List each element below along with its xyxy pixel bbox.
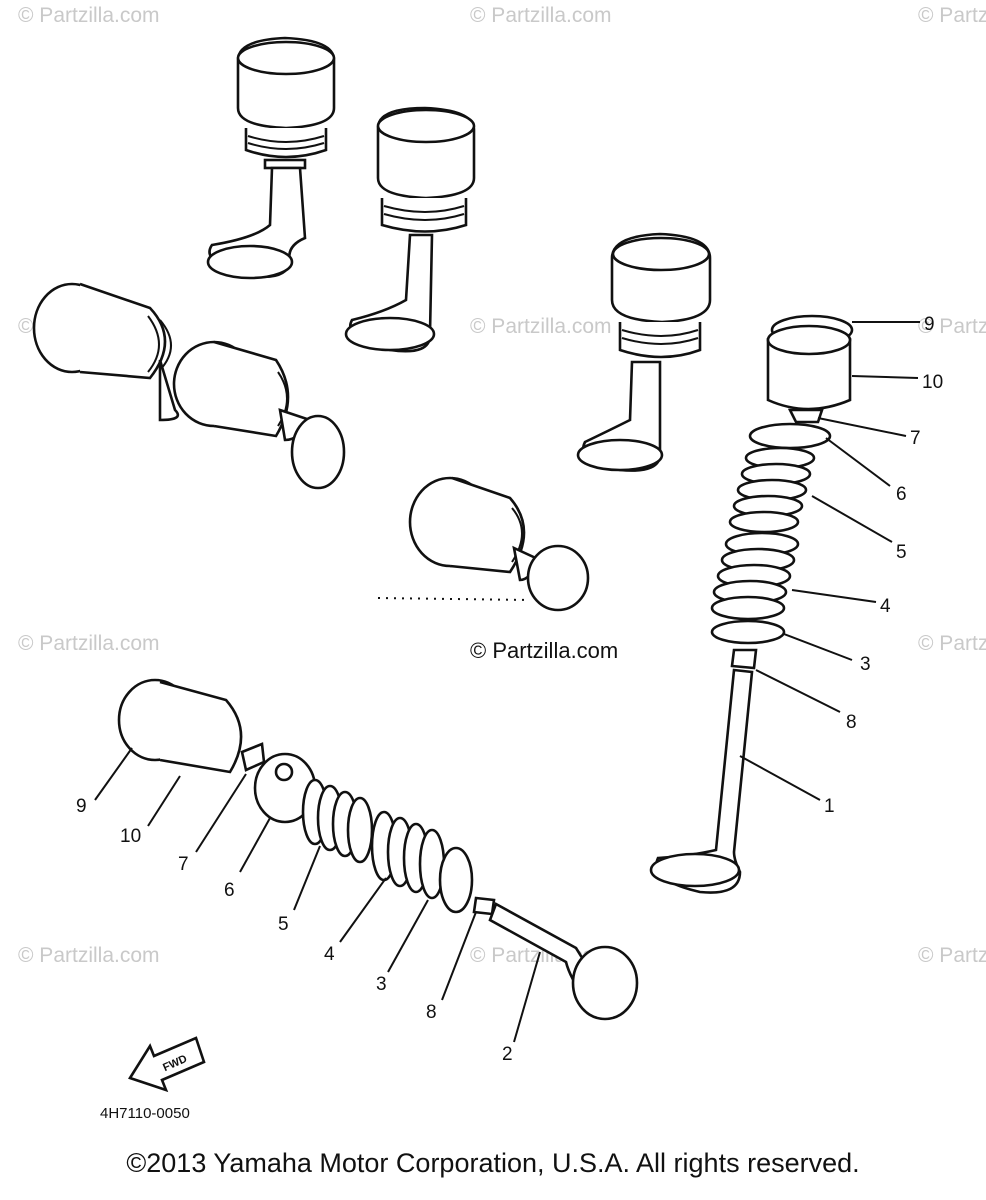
watermark: © Partzilla.com: [918, 944, 986, 967]
watermark: © Partzilla.com: [18, 4, 160, 27]
valve-assembly: [576, 232, 712, 472]
callout-label: 6: [896, 484, 907, 505]
watermark: © Partzilla.com: [470, 4, 612, 27]
callout-label: 8: [846, 712, 857, 733]
valve-assembly: [344, 106, 476, 353]
watermark: © Partzilla.com: [470, 315, 612, 338]
spring-retainer: [748, 422, 832, 450]
outer-spring: [301, 778, 374, 864]
fwd-arrow-icon: FWD: [128, 1036, 206, 1093]
valve-assembly-tilted: [408, 476, 590, 612]
watermark: © Partzilla.com: [918, 4, 986, 27]
callout-label: 3: [376, 974, 387, 995]
copyright-notice: ©2013 Yamaha Motor Corporation, U.S.A. A…: [126, 1148, 860, 1178]
stem-seal: [730, 648, 758, 670]
exploded-valve-right: [649, 314, 854, 894]
valve-assembly: [206, 36, 336, 280]
watermark-grid: © Partzilla.com © Partzilla.com © Partzi…: [18, 4, 986, 967]
callout-label: 6: [224, 880, 235, 901]
exploded-valve-left: [117, 678, 639, 1021]
watermark: © Partzilla.com: [18, 632, 160, 655]
lifter: [159, 680, 243, 774]
callout-label: 10: [922, 372, 943, 393]
center-watermark: © Partzilla.com: [470, 638, 618, 663]
callout-label: 4: [880, 596, 891, 617]
callout-label: 8: [426, 1002, 437, 1023]
callout-label: 5: [896, 542, 907, 563]
callout-label: 4: [324, 944, 335, 965]
valve-exploded-view: © Partzilla.com © Partzilla.com © Partzi…: [18, 4, 986, 1122]
callout-label: 2: [502, 1044, 513, 1065]
callout-label: 7: [178, 854, 189, 875]
valve-cotter: [787, 408, 824, 424]
watermark: © Partzilla.com: [918, 315, 986, 338]
watermark: © Partzilla.com: [918, 632, 986, 655]
valve-head: [649, 852, 741, 888]
spring-seat: [710, 619, 786, 645]
outer-spring: [728, 446, 816, 534]
callouts-left: 9 10 7 6 5 4 3 8 2: [76, 796, 513, 1065]
inner-spring: [370, 810, 446, 900]
callout-label: 3: [860, 654, 871, 675]
diagram-code: 4H7110-0050: [100, 1105, 190, 1122]
callout-label: 5: [278, 914, 289, 935]
callout-label: 1: [824, 796, 835, 817]
watermark: © Partzilla.com: [18, 944, 160, 967]
inner-spring: [710, 531, 800, 621]
callout-leaders-right: [739, 321, 920, 801]
stem-seal: [472, 896, 496, 916]
spring-seat: [438, 846, 474, 914]
callout-label: 9: [924, 314, 935, 335]
valve-assembly-tilted: [32, 282, 346, 490]
callouts-right: 9 10 7 6 5 4 3 8 1: [824, 314, 943, 817]
callout-label: 7: [910, 428, 921, 449]
callout-label: 9: [76, 796, 87, 817]
valve-head: [571, 945, 639, 1021]
callout-leaders-left: [94, 747, 541, 1043]
callout-label: 10: [120, 826, 141, 847]
